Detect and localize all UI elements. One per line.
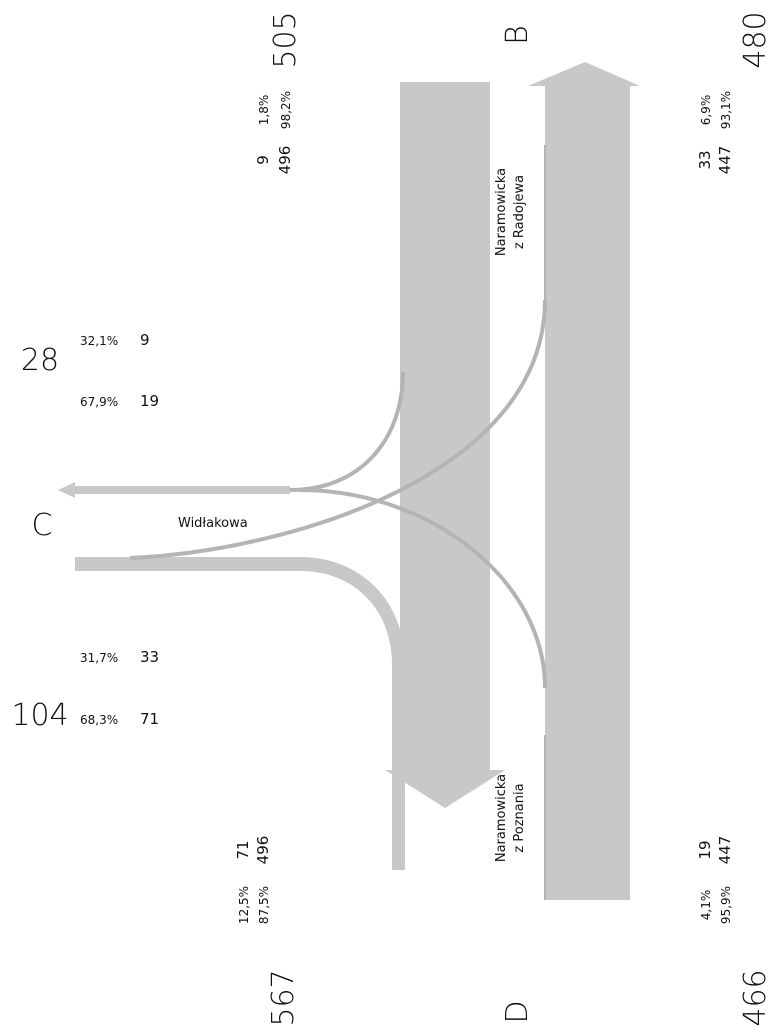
bottom-left-pct-1: 12,5%: [237, 886, 251, 924]
left-lower-count-2: 71: [140, 710, 159, 728]
total-505: 505: [268, 11, 303, 68]
top-left-count-1: 9: [254, 155, 272, 165]
bottom-left-count-2: 496: [254, 836, 272, 865]
flow-south-to-west: [299, 488, 547, 689]
top-right-pct-2: 93,1%: [719, 91, 733, 129]
bottom-right-pct-1: 4,1%: [699, 890, 713, 921]
top-right-count-2: 447: [716, 146, 734, 175]
street-label-north-1: Naramowicka: [494, 168, 509, 256]
left-upper-count-1: 9: [140, 331, 150, 349]
top-right-pct-1: 6,9%: [699, 95, 713, 126]
westbound-exit-arrow: [58, 482, 290, 498]
street-label-west: Widłakowa: [178, 516, 248, 531]
street-label-south-1: Naramowicka: [494, 774, 509, 862]
total-480: 480: [738, 11, 773, 68]
bottom-right-count-1: 19: [696, 840, 714, 859]
total-567: 567: [266, 969, 301, 1026]
flow-west-to-south: [300, 557, 405, 870]
flow-north-to-west: [289, 371, 405, 492]
left-lower-pct-1: 31,7%: [80, 651, 118, 665]
top-left-count-2: 496: [276, 146, 294, 175]
left-upper-pct-1: 32,1%: [80, 334, 118, 348]
left-lower-count-1: 33: [140, 648, 159, 666]
northbound-lane: [528, 62, 640, 900]
bottom-left-pct-2: 87,5%: [257, 886, 271, 924]
flow-west-to-north: [129, 299, 547, 560]
eastbound-approach: [75, 557, 300, 571]
total-104: 104: [11, 698, 68, 733]
bottom-left-count-1: 71: [234, 840, 252, 859]
top-left-pct-1: 1,8%: [257, 95, 271, 126]
total-28: 28: [21, 343, 59, 378]
left-upper-count-2: 19: [140, 392, 159, 410]
bottom-right-count-2: 447: [716, 836, 734, 865]
southbound-lane: [385, 82, 505, 808]
street-label-north-2: z Radojewa: [512, 175, 527, 249]
node-label-b: B: [500, 25, 535, 45]
bottom-right-pct-2: 95,9%: [719, 886, 733, 924]
node-label-c: C: [32, 508, 53, 543]
street-label-south-2: z Poznania: [512, 783, 527, 852]
total-466: 466: [738, 969, 773, 1026]
left-upper-pct-2: 67,9%: [80, 395, 118, 409]
top-right-count-1: 33: [696, 150, 714, 169]
node-label-d: D: [500, 1000, 535, 1023]
top-left-pct-2: 98,2%: [279, 91, 293, 129]
left-lower-pct-2: 68,3%: [80, 713, 118, 727]
